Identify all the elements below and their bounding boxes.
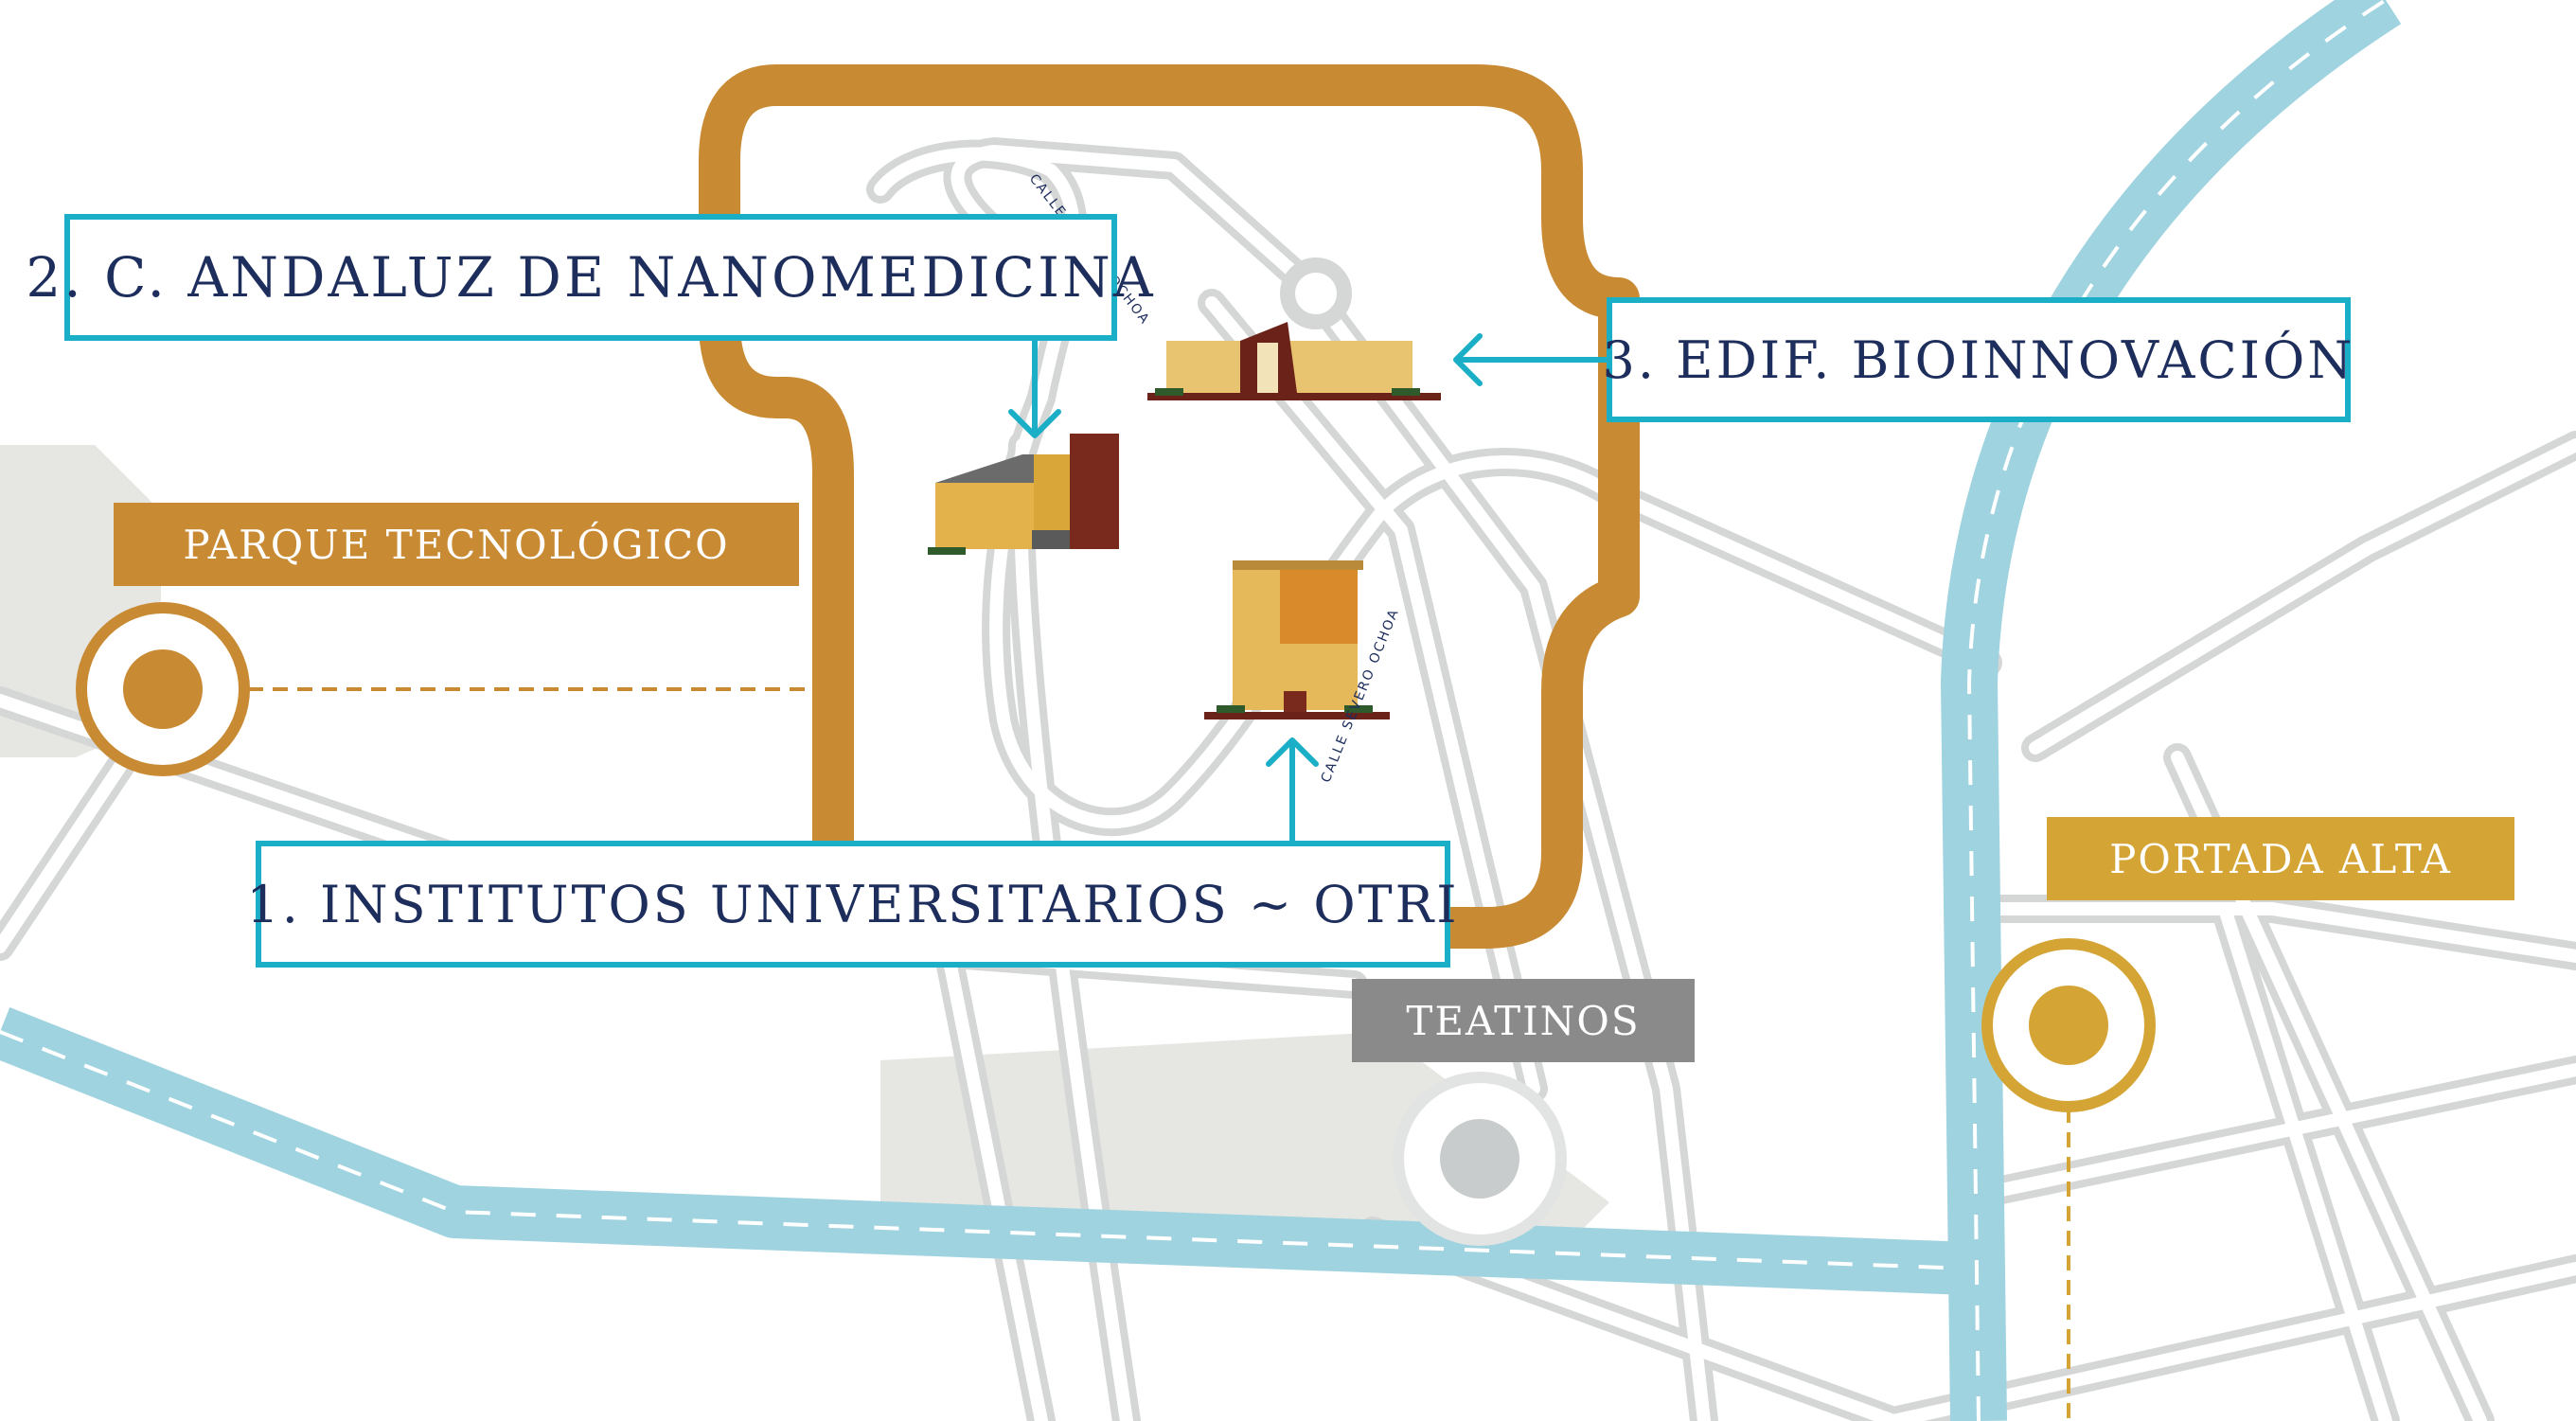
arrow-bioinnovacion: [1453, 333, 1609, 386]
area-label-teatinos[interactable]: TEATINOS: [1352, 979, 1695, 1062]
parque-marker-icon: [76, 602, 250, 776]
building-institutos-icon: [1204, 560, 1390, 719]
building-bioinnovacion-icon: [1147, 322, 1441, 400]
arrow-institutos: [1266, 737, 1319, 844]
arrow-nanomedicina: [1008, 338, 1061, 438]
area-label-parque[interactable]: PARQUE TECNOLÓGICO: [114, 503, 799, 586]
arrows: [1008, 333, 1609, 844]
area-label-portada[interactable]: PORTADA ALTA: [2047, 817, 2514, 900]
roundabout: [1280, 258, 1352, 329]
highway-south: [0, 1006, 1971, 1295]
teatinos-marker-icon: [1393, 1072, 1567, 1246]
portada-marker-icon: [1981, 938, 2156, 1112]
label-bioinnovacion[interactable]: 3. EDIF. BIOINNOVACIÓN: [1602, 297, 2353, 422]
building-nanomedicina-icon: [928, 434, 1119, 555]
label-nanomedicina[interactable]: 2. C. ANDALUZ DE NANOMEDICINA: [26, 214, 1153, 341]
campus-outline: [699, 64, 1640, 949]
label-institutos[interactable]: 1. INSTITUTOS UNIVERSITARIOS ~ OTRI: [246, 841, 1457, 968]
highways: [0, 0, 2402, 1421]
